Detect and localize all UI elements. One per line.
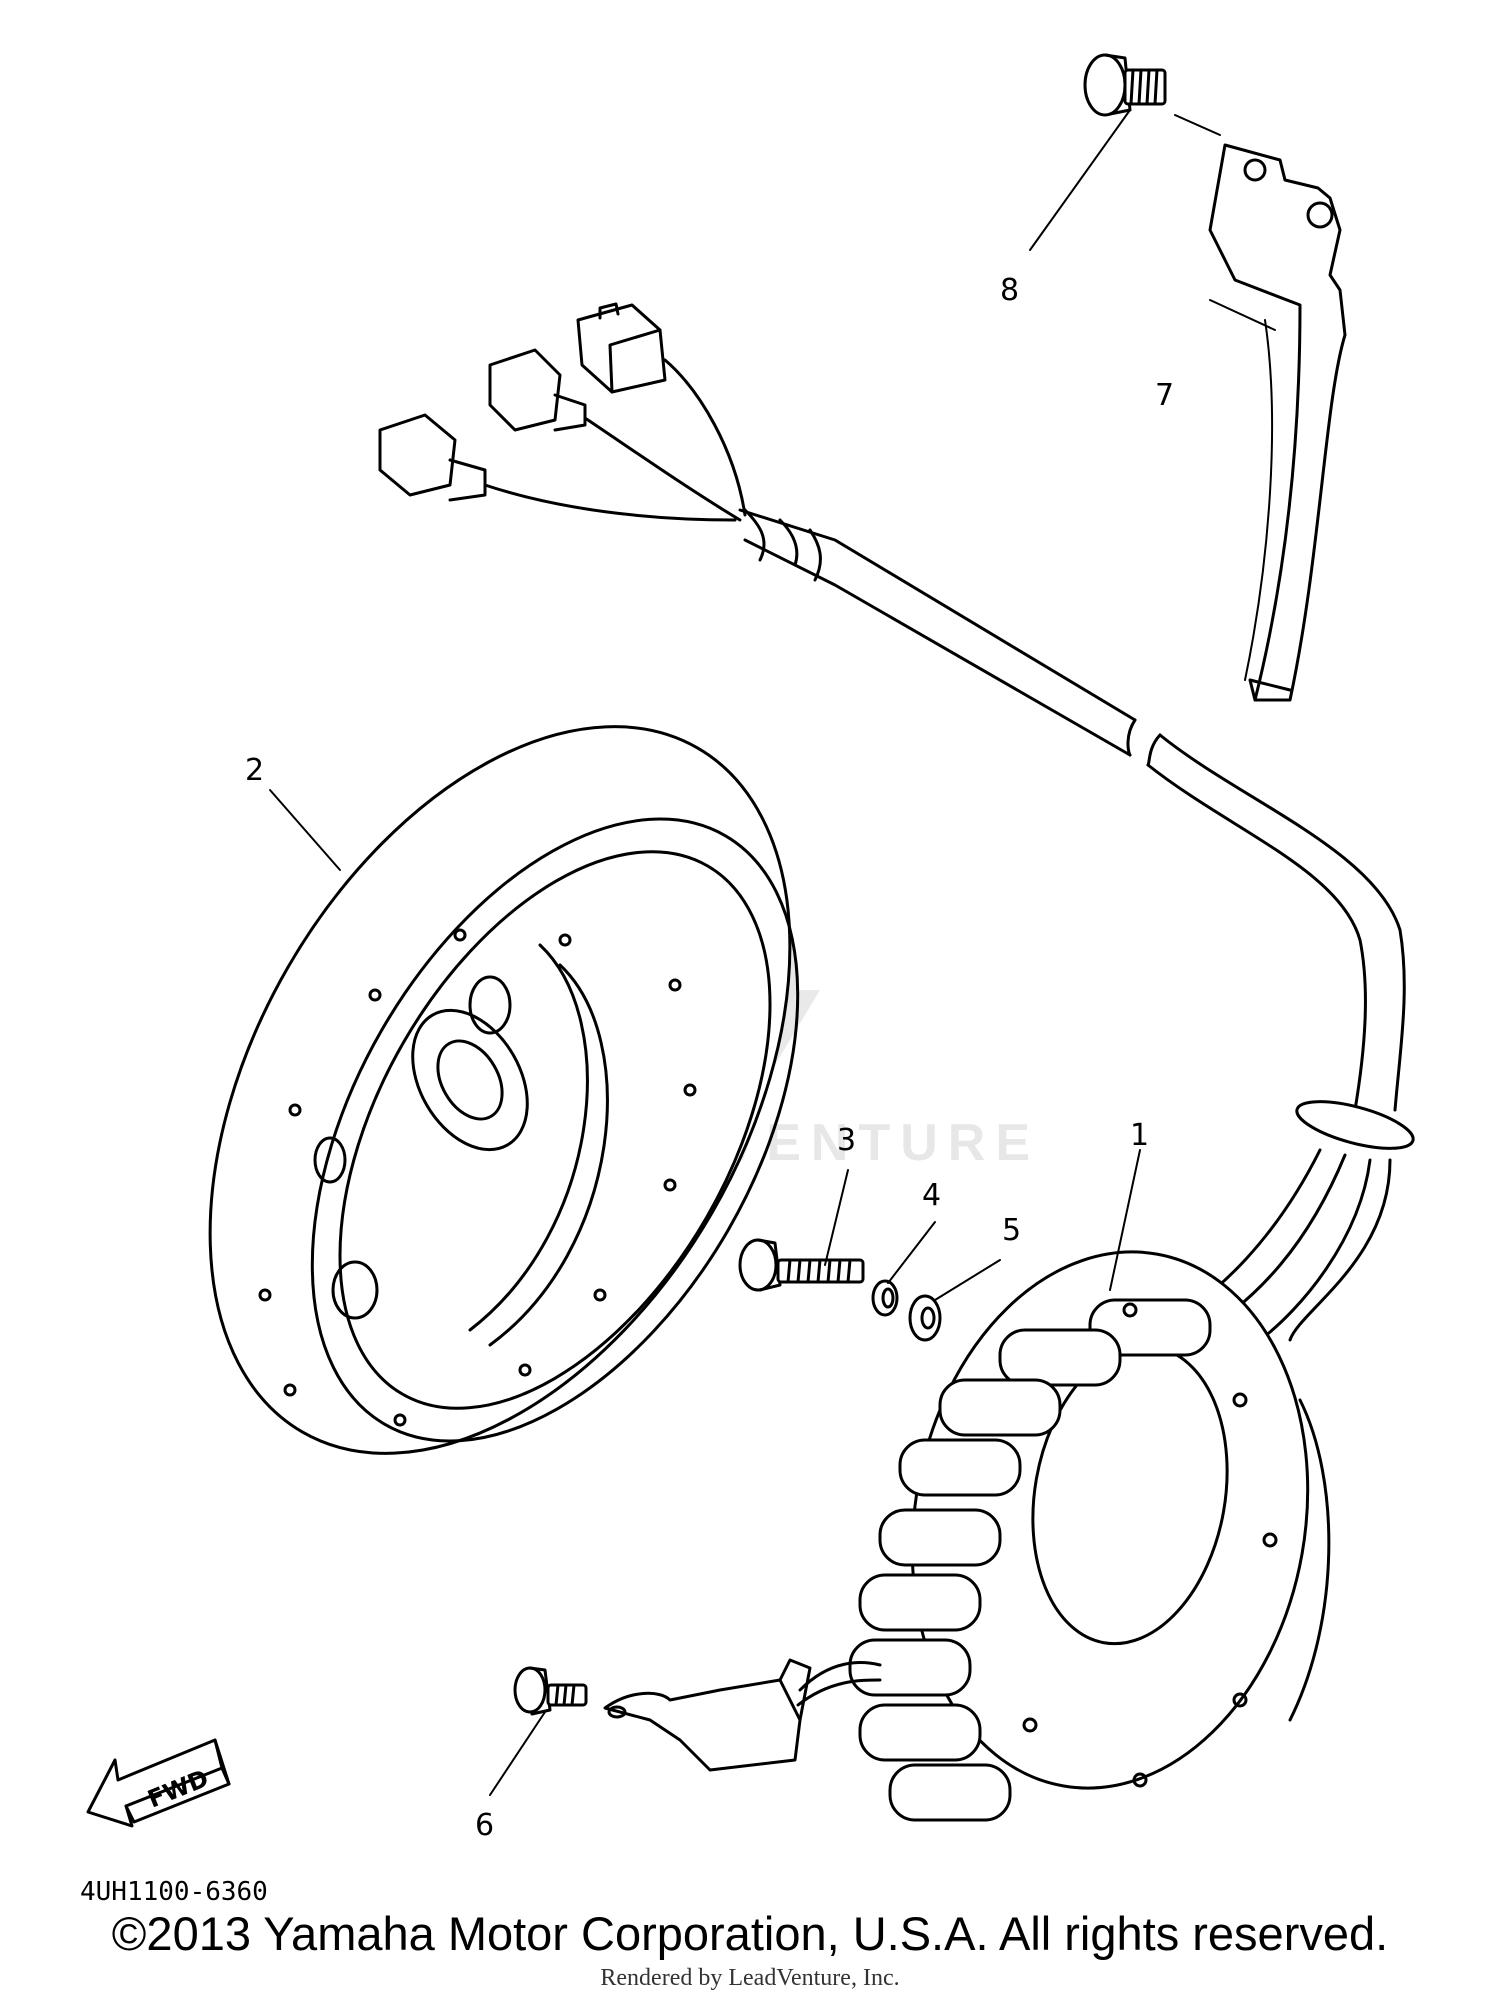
part-1-stator-assembly xyxy=(848,1250,1331,1822)
callout-1: 1 xyxy=(1130,1118,1149,1153)
part-7-bracket xyxy=(1208,143,1347,702)
callout-8: 8 xyxy=(1000,273,1019,308)
part-5-washer xyxy=(908,1294,942,1342)
callout-2: 2 xyxy=(245,753,264,788)
part-6-screw xyxy=(513,1666,588,1716)
diagram-code: 4UH1100-6360 xyxy=(80,1877,268,1907)
part-8-bolt xyxy=(1083,53,1221,136)
copyright-notice: ©2013 Yamaha Motor Corporation, U.S.A. A… xyxy=(111,1907,1389,1960)
part-4-lock-washer xyxy=(871,1279,899,1317)
callout-3: 3 xyxy=(837,1123,856,1158)
wire-harness-connectors xyxy=(378,302,747,522)
fwd-arrow-icon xyxy=(86,1738,231,1828)
leader-lines xyxy=(269,109,1276,1796)
callout-7: 7 xyxy=(1155,378,1174,413)
part-2-flywheel-rotor xyxy=(208,725,800,1455)
callout-5: 5 xyxy=(1002,1213,1021,1248)
pickup-coil xyxy=(603,1658,882,1772)
part-3-bolt xyxy=(738,1238,865,1292)
wire-cable xyxy=(738,508,1415,1342)
rendered-by-note: Rendered by LeadVenture, Inc. xyxy=(600,1965,900,1991)
callout-6: 6 xyxy=(475,1808,494,1843)
callout-4: 4 xyxy=(922,1178,941,1213)
